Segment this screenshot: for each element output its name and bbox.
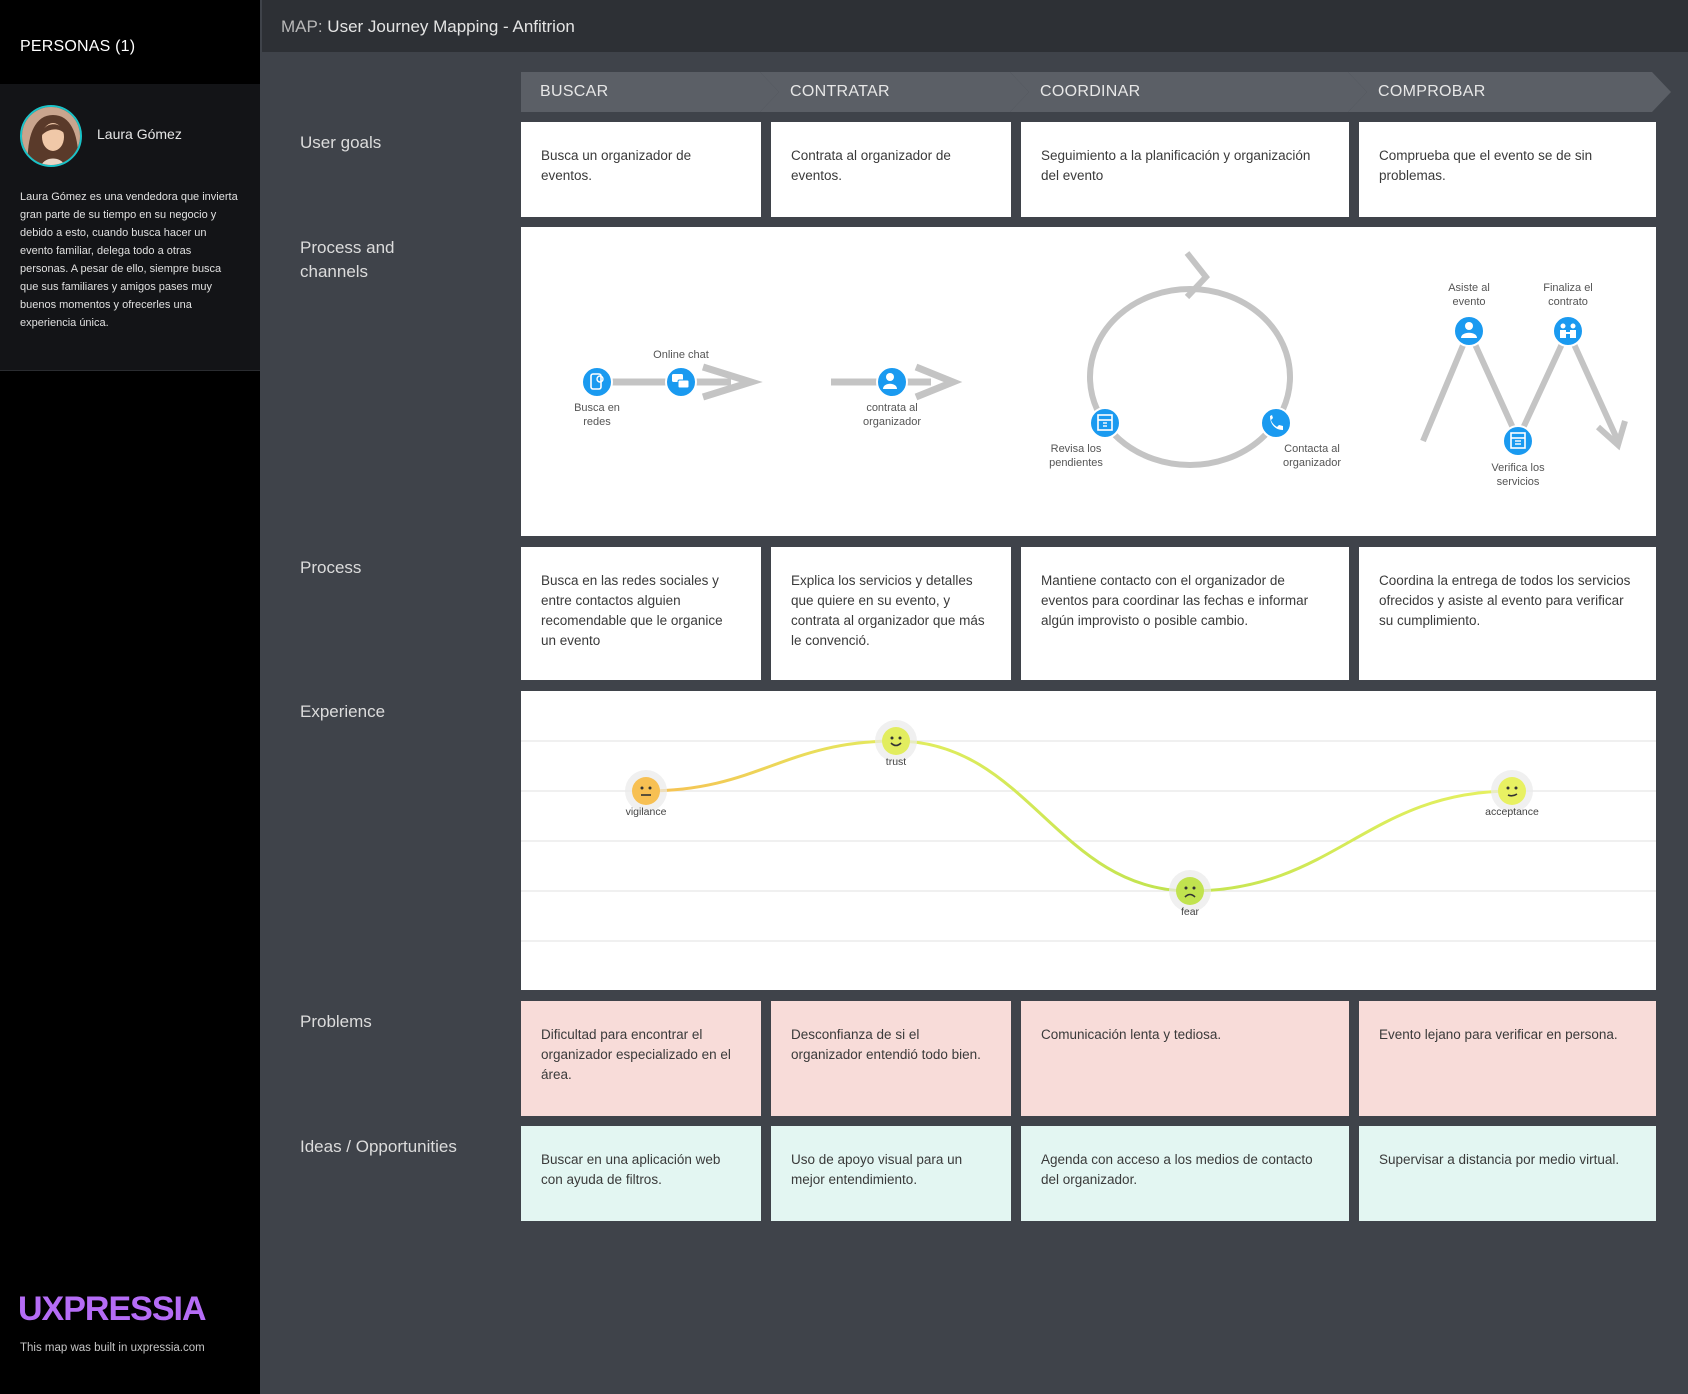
user-goal-card[interactable]: Seguimiento a la planificación y organiz… bbox=[1021, 122, 1349, 217]
emotion-eye bbox=[640, 786, 644, 790]
stage-bg-comprobar bbox=[1348, 72, 1671, 112]
experience-chart[interactable]: vigilance trust fear acceptance bbox=[521, 691, 1656, 990]
row-label-user-goals: User goals bbox=[300, 133, 382, 152]
emotion-point-vigilance[interactable]: vigilance bbox=[625, 770, 667, 818]
checklist-icon[interactable] bbox=[1502, 425, 1534, 457]
emotion-face-trust bbox=[882, 727, 910, 755]
persona-description: Laura Gómez es una vendedora que inviert… bbox=[20, 191, 238, 329]
phone-search-icon[interactable] bbox=[581, 366, 613, 398]
stage-bg-buscar bbox=[521, 72, 779, 112]
map-title-prefix: MAP: bbox=[281, 17, 323, 36]
stage-bg-coordinar bbox=[1010, 72, 1367, 112]
contratar-flow: contrata al organizador bbox=[831, 363, 963, 428]
emotion-mouth bbox=[1184, 893, 1196, 898]
map-title-text: User Journey Mapping - Anfitrion bbox=[327, 17, 575, 36]
emotion-point-fear[interactable]: fear bbox=[1169, 870, 1211, 918]
phone-icon[interactable] bbox=[1260, 407, 1292, 439]
node-label-contrata: contrata al organizador bbox=[862, 402, 922, 428]
emotion-point-acceptance[interactable]: acceptance bbox=[1485, 770, 1539, 818]
emotion-face-acceptance bbox=[1498, 777, 1526, 805]
map-header: MAP: User Journey Mapping - Anfitrion bbox=[262, 0, 1688, 52]
process-card[interactable]: Mantiene contacto con el organizador de … bbox=[1021, 547, 1349, 680]
sidebar: PERSONAS (1) Laura Gómez Laura Gómez es … bbox=[0, 0, 260, 1394]
emotion-eye bbox=[1192, 886, 1196, 890]
emotion-mouth bbox=[1507, 793, 1518, 797]
emotion-face-fear bbox=[1176, 877, 1204, 905]
persona-avatar bbox=[20, 105, 82, 167]
experience-chart-svg: vigilance trust fear acceptance bbox=[521, 720, 1656, 942]
node-label-busca-redes: Busca en redes bbox=[574, 402, 620, 428]
chat-icon[interactable] bbox=[665, 366, 697, 398]
row-label-process: Process bbox=[300, 558, 362, 577]
persona-name: Laura Gómez bbox=[97, 126, 182, 142]
process-channels-panel[interactable]: Online chat Busca en redes contrata al o… bbox=[521, 227, 1656, 536]
handshake-icon[interactable] bbox=[1552, 315, 1584, 347]
process-card[interactable]: Busca en las redes sociales y entre cont… bbox=[521, 547, 761, 680]
problem-card[interactable]: Dificultad para encontrar el organizador… bbox=[521, 1001, 761, 1116]
stage-label: BUSCAR bbox=[540, 83, 609, 100]
node-label-online-chat: Online chat bbox=[653, 349, 709, 361]
brand-note: This map was built in uxpressia.com bbox=[20, 1342, 205, 1354]
problem-card[interactable]: Desconfianza de si el organizador entend… bbox=[771, 1001, 1011, 1116]
emotion-eye bbox=[1514, 786, 1518, 790]
row-label-problems: Problems bbox=[300, 1012, 372, 1031]
problem-card[interactable]: Evento lejano para verificar en persona. bbox=[1359, 1001, 1656, 1116]
user-goal-card[interactable]: Busca un organizador de eventos. bbox=[521, 122, 761, 217]
process-card[interactable]: Explica los servicios y detalles que qui… bbox=[771, 547, 1011, 680]
stage-contratar[interactable]: CONTRATAR bbox=[790, 72, 1010, 112]
emotion-label: acceptance bbox=[1485, 806, 1539, 818]
emotion-eye bbox=[890, 736, 894, 740]
user-pay-icon[interactable] bbox=[876, 366, 908, 398]
emotion-eye bbox=[1506, 786, 1510, 790]
emotion-eye bbox=[898, 736, 902, 740]
experience-curve bbox=[645, 739, 1513, 893]
emotion-eye bbox=[648, 786, 652, 790]
user-icon[interactable] bbox=[1453, 315, 1485, 347]
persona-card[interactable]: Laura Gómez Laura Gómez es una vendedora… bbox=[0, 84, 260, 371]
emotion-eye bbox=[1184, 886, 1188, 890]
emotion-point-trust[interactable]: trust bbox=[875, 720, 917, 768]
idea-card[interactable]: Supervisar a distancia por medio virtual… bbox=[1359, 1126, 1656, 1221]
process-card[interactable]: Coordina la entrega de todos los servici… bbox=[1359, 547, 1656, 680]
stage-comprobar[interactable]: COMPROBAR bbox=[1378, 72, 1648, 112]
stage-bg-contratar bbox=[760, 72, 1029, 112]
stage-label: CONTRATAR bbox=[790, 83, 890, 100]
emotion-label: trust bbox=[886, 756, 907, 768]
emotion-mouth bbox=[890, 742, 902, 747]
stage-label: COMPROBAR bbox=[1378, 83, 1486, 100]
map-title[interactable]: MAP: User Journey Mapping - Anfitrion bbox=[281, 17, 575, 37]
calendar-icon[interactable] bbox=[1089, 407, 1121, 439]
emotion-face-vigilance bbox=[632, 777, 660, 805]
user-goal-card[interactable]: Contrata al organizador de eventos. bbox=[771, 122, 1011, 217]
stage-coordinar[interactable]: COORDINAR bbox=[1040, 72, 1340, 112]
uxpressia-logo[interactable]: UXPRESSIA bbox=[18, 1290, 206, 1328]
idea-card[interactable]: Uso de apoyo visual para un mejor entend… bbox=[771, 1126, 1011, 1221]
idea-card[interactable]: Buscar en una aplicación web con ayuda d… bbox=[521, 1126, 761, 1221]
node-label-finaliza: Finaliza el contrato bbox=[1543, 282, 1593, 308]
row-label-ideas: Ideas / Opportunities bbox=[300, 1137, 457, 1156]
comprobar-flow: Asiste al evento Finaliza el contrato Ve… bbox=[1420, 282, 1628, 488]
emotion-label: fear bbox=[1181, 906, 1200, 918]
buscar-flow: Online chat Busca en redes bbox=[574, 349, 763, 428]
user-goal-card[interactable]: Comprueba que el evento se de sin proble… bbox=[1359, 122, 1656, 217]
node-label-revisa: Revisa los pendientes bbox=[1049, 443, 1103, 469]
personas-header[interactable]: PERSONAS (1) bbox=[20, 38, 136, 55]
emotion-label: vigilance bbox=[626, 806, 667, 818]
stage-label: COORDINAR bbox=[1040, 83, 1141, 100]
node-label-contacta: Contacta al organizador bbox=[1282, 443, 1342, 469]
problem-card[interactable]: Comunicación lenta y tediosa. bbox=[1021, 1001, 1349, 1116]
node-label-verifica: Verifica los servicios bbox=[1491, 462, 1545, 488]
row-label-experience: Experience bbox=[300, 702, 386, 721]
stage-buscar[interactable]: BUSCAR bbox=[540, 72, 760, 112]
stage-header-backgrounds bbox=[521, 72, 1671, 112]
row-label-process-channels: Process and channels bbox=[300, 238, 395, 281]
idea-card[interactable]: Agenda con acceso a los medios de contac… bbox=[1021, 1126, 1349, 1221]
coordinar-cycle: Revisa los pendientes Contacta al organi… bbox=[1049, 251, 1342, 469]
node-label-asiste: Asiste al evento bbox=[1448, 282, 1490, 308]
